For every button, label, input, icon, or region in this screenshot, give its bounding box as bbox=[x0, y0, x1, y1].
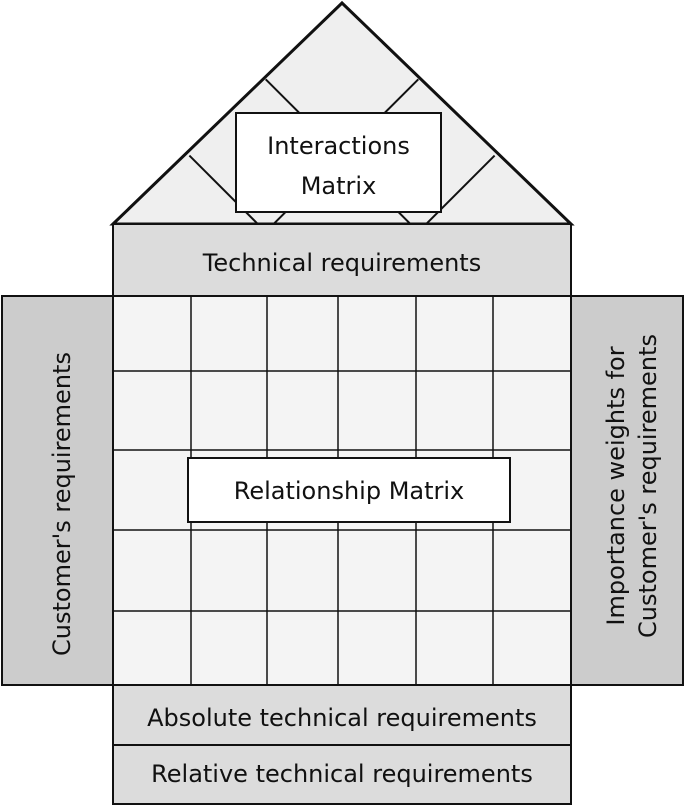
interactions-matrix-box: Interactions Matrix bbox=[235, 112, 442, 213]
importance-weights-panel: Importance weights for Customer's requir… bbox=[570, 295, 684, 686]
relationship-matrix-label: Relationship Matrix bbox=[234, 477, 465, 505]
relationship-matrix-box: Relationship Matrix bbox=[187, 457, 511, 523]
relative-technical-requirements-panel: Relative technical requirements bbox=[112, 744, 572, 805]
technical-requirements-panel: Technical requirements bbox=[112, 223, 572, 297]
customers-requirements-label: Customer's requirements bbox=[48, 352, 76, 656]
absolute-technical-requirements-panel: Absolute technical requirements bbox=[112, 684, 572, 746]
roof-grid-line bbox=[188, 154, 412, 224]
roof-grid-line bbox=[272, 154, 496, 224]
importance-weights-label-line1: Importance weights for bbox=[602, 346, 630, 625]
relative-technical-requirements-label: Relative technical requirements bbox=[151, 760, 533, 788]
importance-weights-label-line2: Customer's requirements bbox=[634, 334, 662, 638]
technical-requirements-label: Technical requirements bbox=[202, 249, 481, 277]
customers-requirements-panel: Customer's requirements bbox=[1, 295, 114, 686]
interactions-label-line2: Matrix bbox=[301, 172, 377, 200]
interactions-label-line1: Interactions bbox=[267, 132, 410, 160]
absolute-technical-requirements-label: Absolute technical requirements bbox=[147, 704, 537, 732]
